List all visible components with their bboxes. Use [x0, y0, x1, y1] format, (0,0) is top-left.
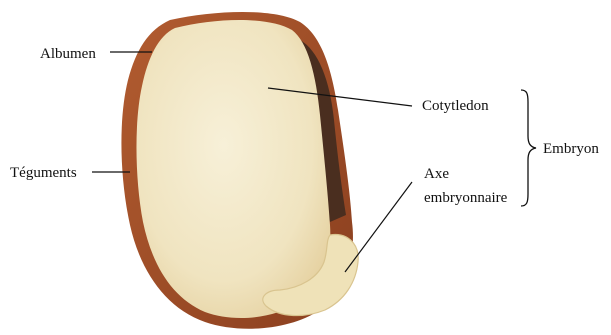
- teguments-label: Téguments: [10, 165, 77, 181]
- axe-leader-line: [345, 182, 412, 272]
- cotyledon-flesh: [136, 20, 330, 318]
- embryon-brace: [521, 90, 536, 206]
- axe-label-line2: embryonnaire: [424, 190, 508, 206]
- axe-label-line1: Axe: [424, 166, 449, 182]
- albumen-label: Albumen: [40, 46, 96, 62]
- cotyledon-label: Cotytledon: [422, 98, 489, 114]
- embryon-label: Embryon: [543, 141, 599, 157]
